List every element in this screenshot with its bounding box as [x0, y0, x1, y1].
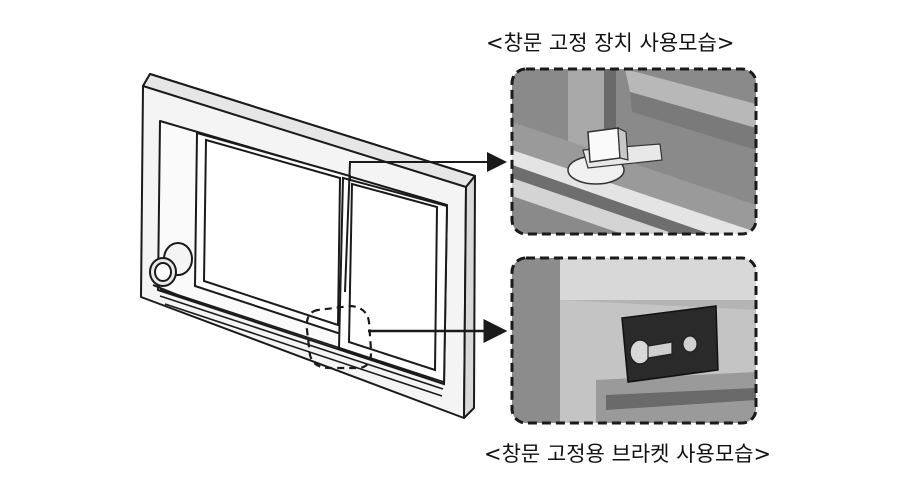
bottom-rails: [159, 288, 445, 397]
detail-lock-device: [510, 67, 758, 236]
arrow-to-top-detail: [344, 152, 507, 293]
right-sash: [337, 176, 449, 386]
caption-fixing-bracket: <창문 고정용 브라켓 사용모습>: [484, 442, 772, 466]
caption-lock-device: <창문 고정 장치 사용모습>: [486, 31, 735, 55]
detail-fixing-bracket: [510, 256, 758, 425]
window-latch: [149, 242, 193, 301]
frame-right-depth: [463, 175, 476, 419]
left-sash: [193, 131, 352, 338]
